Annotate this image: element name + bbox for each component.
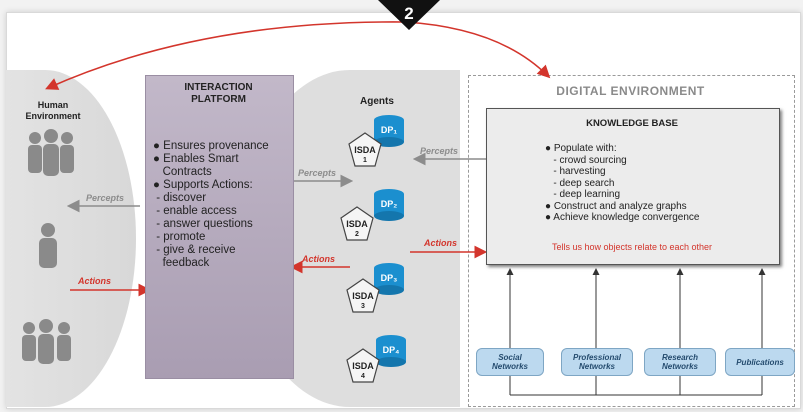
dp-label: DP₄ bbox=[382, 345, 400, 355]
isda-agent-icon bbox=[340, 206, 374, 241]
knowledge-base-title: KNOWLEDGE BASE bbox=[586, 118, 678, 129]
list-item: ● Supports Actions: bbox=[153, 179, 253, 191]
list-item: ● Achieve knowledge convergence bbox=[545, 212, 700, 223]
list-item: ● Ensures provenance bbox=[153, 140, 269, 152]
isda-agent-icon bbox=[348, 132, 382, 167]
isda-label: ISDA bbox=[352, 361, 374, 371]
percepts-label-mid: Percepts bbox=[298, 168, 337, 178]
list-item: - promote bbox=[153, 231, 206, 243]
data-pool-icon bbox=[374, 115, 404, 147]
digital-environment-box bbox=[468, 75, 795, 407]
agents-title: Agents bbox=[360, 96, 394, 107]
isda-label: ISDA bbox=[354, 145, 376, 155]
list-item: ● Enables Smart bbox=[153, 153, 239, 165]
list-item: - crowd sourcing bbox=[545, 154, 627, 166]
list-item: feedback bbox=[162, 257, 210, 269]
human-environment-title: Human Environment bbox=[25, 100, 81, 121]
actions-label-mid: Actions bbox=[302, 254, 336, 264]
isda-number: 1 bbox=[363, 157, 367, 164]
actions-label-right: Actions bbox=[424, 238, 458, 248]
list-item: ● Populate with: bbox=[545, 143, 617, 154]
interaction-platform bbox=[145, 75, 294, 379]
dp-label: DP₁ bbox=[380, 125, 398, 135]
list-item: - deep search bbox=[545, 177, 615, 189]
step-number: 2 bbox=[404, 4, 414, 23]
list-item: - deep learning bbox=[545, 189, 621, 200]
list-item: - harvesting bbox=[545, 166, 606, 177]
list-item: - answer questions bbox=[153, 218, 253, 230]
actions-label-left: Actions bbox=[78, 276, 112, 286]
isda-number: 3 bbox=[361, 303, 365, 310]
isda-agent-icon bbox=[346, 348, 380, 383]
isda-number: 4 bbox=[361, 373, 365, 380]
platform-title: INTERACTION PLATFORM bbox=[184, 82, 253, 105]
knowledge-base-tagline: Tells us how objects relate to each othe… bbox=[551, 242, 713, 252]
list-item: Contracts bbox=[162, 166, 212, 178]
isda-agent-icon bbox=[346, 278, 380, 313]
publications-pill: Publications bbox=[725, 348, 795, 376]
dp-label: DP₂ bbox=[380, 199, 398, 209]
isda-number: 2 bbox=[355, 231, 359, 238]
people-group-icon bbox=[28, 129, 74, 176]
dp-label: DP₃ bbox=[380, 273, 398, 283]
list-item: - give & receive bbox=[153, 244, 236, 256]
data-pool-icon bbox=[376, 335, 406, 367]
list-item: ● Construct and analyze graphs bbox=[545, 200, 687, 212]
isda-label: ISDA bbox=[352, 291, 374, 301]
data-pool-icon bbox=[374, 189, 404, 221]
list-item: - discover bbox=[153, 192, 207, 204]
top-arc-arrow-right bbox=[404, 21, 551, 79]
percepts-label-right: Percepts bbox=[420, 146, 459, 156]
platform-feature-list: ● Ensures provenance ● Enables Smart Con… bbox=[153, 140, 293, 270]
people-crowd-icon bbox=[22, 319, 71, 364]
isda-label: ISDA bbox=[346, 219, 368, 229]
percepts-label-left: Percepts bbox=[86, 193, 125, 203]
knowledge-base-list: ● Populate with: - crowd sourcing - harv… bbox=[545, 143, 700, 224]
person-icon bbox=[39, 223, 57, 268]
digital-environment-title: DIGITAL ENVIRONMENT bbox=[556, 84, 705, 98]
data-pool-icon bbox=[374, 263, 404, 295]
knowledge-base-box bbox=[486, 108, 780, 265]
top-arc-arrow bbox=[45, 21, 406, 90]
list-item: - enable access bbox=[153, 205, 237, 217]
